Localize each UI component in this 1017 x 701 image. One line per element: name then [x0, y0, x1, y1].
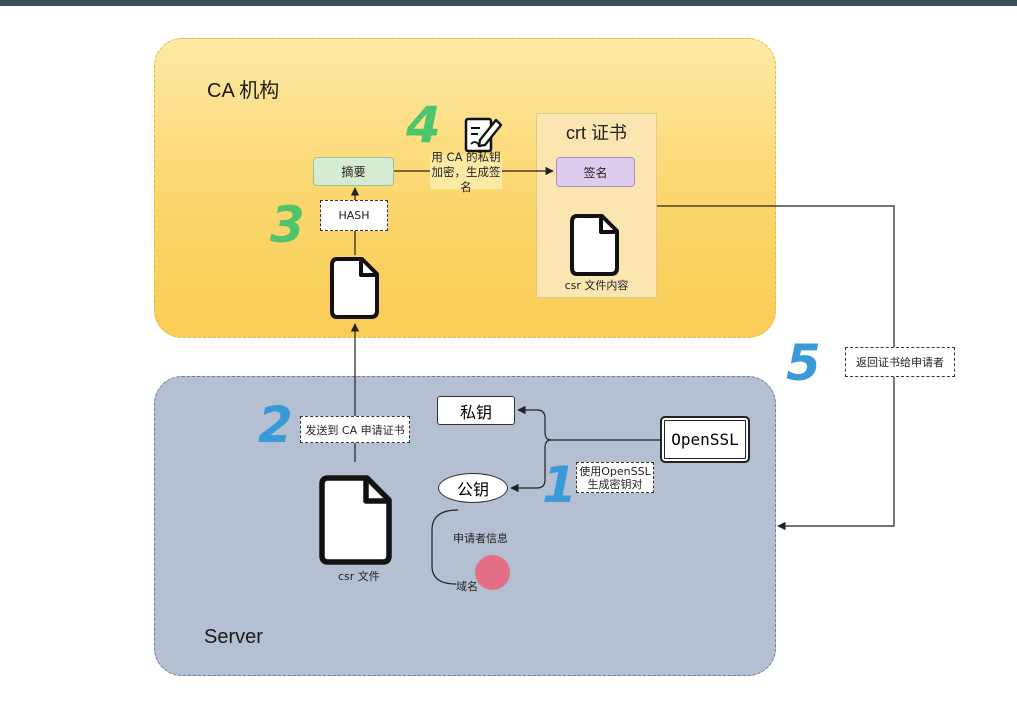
step-number-4: 4	[406, 96, 441, 154]
sign-pen-icon	[464, 117, 503, 153]
digest-node: 摘要	[313, 157, 394, 186]
crt-title: crt 证书	[566, 123, 627, 143]
file-icon	[570, 214, 619, 276]
openssl-node: OpenSSL	[660, 416, 750, 463]
private-key-node: 私钥	[437, 396, 515, 425]
public-key-node: 公钥	[438, 473, 508, 503]
encrypt-step-label: 用 CA 的私钥 加密，生成签名	[430, 150, 502, 194]
file-icon	[330, 257, 379, 319]
encrypt-step-line-1: 用 CA 的私钥	[431, 149, 501, 164]
step-number-2: 2	[258, 396, 293, 454]
openssl-to-private-key-arrow	[517, 405, 552, 441]
step-number-5: 5	[786, 334, 821, 392]
encrypt-step-line-2: 加密，生成签名	[431, 164, 501, 194]
hash-node: HASH	[320, 200, 388, 231]
ca-title: CA 机构	[207, 80, 280, 102]
file-icon	[319, 475, 392, 565]
generate-keypair-line-1: 使用OpenSSL	[579, 464, 651, 478]
generate-keypair-line-2: 生成密钥对	[587, 477, 643, 491]
step-number-3: 3	[270, 196, 305, 254]
applicant-info-label: 申请者信息	[453, 532, 508, 545]
step-number-1: 1	[542, 456, 577, 514]
csr-content-label: csr 文件内容	[564, 279, 629, 292]
send-to-ca-note: 发送到 CA 申请证书	[300, 416, 410, 443]
csr-content-bracket	[431, 509, 459, 585]
openssl-to-public-key-arrow	[510, 439, 552, 493]
server-title: Server	[204, 626, 263, 648]
return-certificate-note: 返回证书给申请者	[845, 347, 955, 377]
csr-file-label: csr 文件	[338, 570, 380, 583]
signature-node: 签名	[556, 157, 635, 187]
pointer-highlight	[475, 555, 510, 590]
domain-label: 域名	[456, 580, 478, 593]
generate-keypair-note: 使用OpenSSL 生成密钥对	[576, 462, 654, 493]
top-bar	[0, 0, 1017, 6]
